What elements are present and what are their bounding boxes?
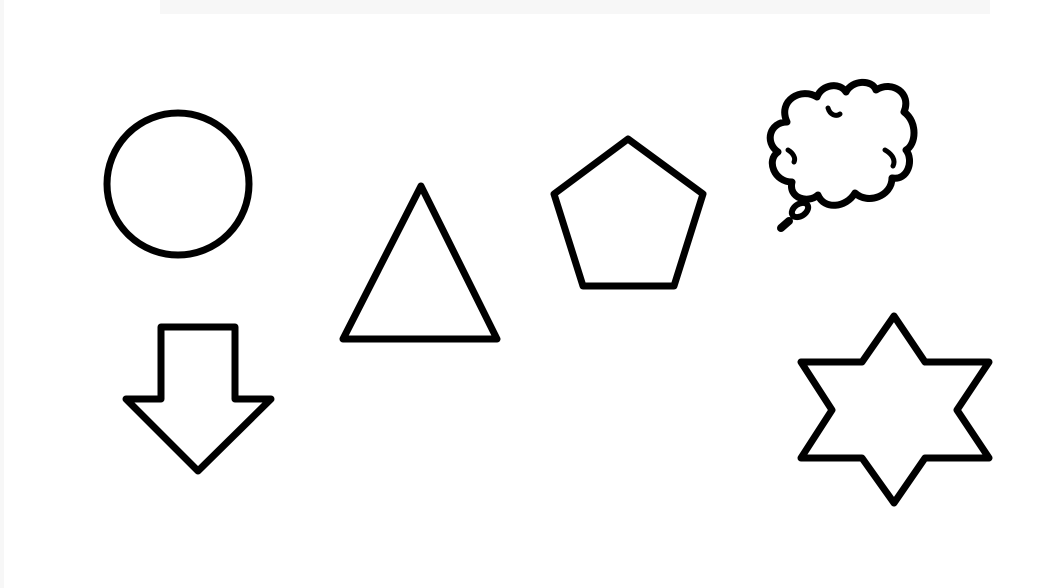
cloud-tail-bubble-large	[788, 199, 812, 221]
top-edge-shade	[160, 0, 990, 14]
pentagon-shape	[550, 135, 707, 290]
cloud-inner-stroke	[882, 147, 897, 169]
cloud-tail-bubble-small	[777, 217, 793, 232]
triangle-shape	[339, 182, 501, 343]
cloud-callout-shape	[766, 78, 918, 232]
left-edge-shade	[0, 0, 4, 588]
cloud-callout-body	[766, 78, 918, 209]
circle-shape	[103, 109, 253, 259]
six-point-star-shape	[797, 312, 993, 507]
cloud-inner-stroke	[825, 105, 843, 118]
cloud-inner-stroke	[785, 147, 798, 165]
down-arrow-shape	[122, 323, 275, 475]
